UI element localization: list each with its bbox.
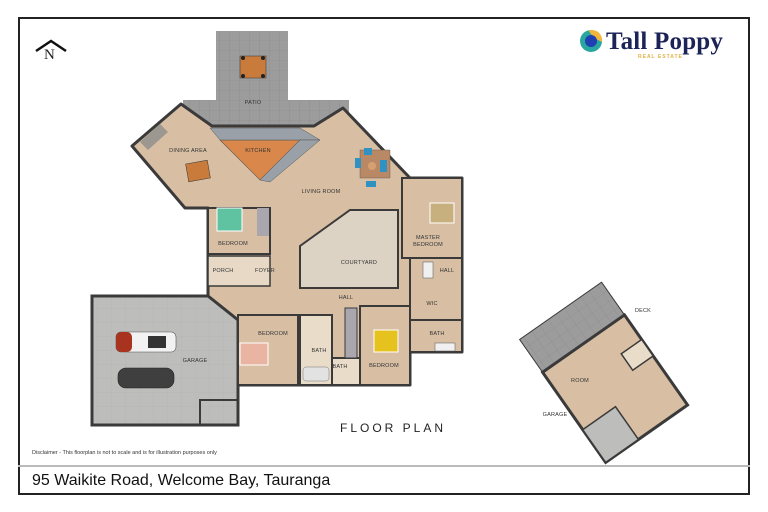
floor-plan-title: FLOOR PLAN (340, 421, 447, 435)
room-label-bath-master: BATH (429, 331, 445, 337)
room-label-patio: PATIO (244, 100, 262, 106)
room-label-wic: WIC (426, 301, 438, 307)
compass-label: N (44, 47, 55, 63)
room-label-bedroom-3: BEDROOM (369, 363, 399, 369)
room-label-kitchen: KITCHEN (245, 148, 271, 154)
room-label-hall: HALL (338, 295, 354, 301)
annex-floor (518, 281, 690, 465)
brand-logo: Tall Poppy REAL ESTATE (580, 28, 745, 62)
main-house-floor (90, 102, 464, 427)
property-address: 95 Waikite Road, Welcome Bay, Tauranga (32, 472, 331, 489)
brand-name: Tall Poppy (606, 28, 724, 55)
room-label-foyer: FOYER (255, 268, 275, 274)
room-label-master-bedroom: MASTER BEDROOM (413, 235, 443, 248)
patio-area (183, 31, 349, 128)
room-label-living: LIVING ROOM (301, 189, 341, 195)
footer-divider (18, 465, 750, 467)
room-label-courtyard: COURTYARD (340, 260, 378, 266)
north-arrow-icon (35, 39, 67, 53)
disclaimer-text: Disclaimer - This floorplan is not to sc… (32, 450, 217, 456)
room-label-room: ROOM (571, 378, 589, 384)
poppy-logo-icon (580, 30, 602, 52)
room-label-deck: DECK (634, 308, 652, 314)
room-label-porch: PORCH (212, 268, 234, 274)
room-label-annex-garage: GARAGE (542, 412, 568, 418)
brand-tagline: REAL ESTATE (638, 54, 683, 60)
room-label-dining: DINING AREA (169, 148, 207, 154)
room-label-bath-2: BATH (311, 348, 327, 354)
room-label-garage: GARAGE (182, 358, 208, 364)
room-label-hall-master: HALL (439, 268, 455, 274)
room-label-bedroom-2: BEDROOM (258, 331, 288, 337)
room-label-bath-3: BATH (332, 364, 348, 370)
room-label-bedroom-1: BEDROOM (218, 241, 248, 247)
